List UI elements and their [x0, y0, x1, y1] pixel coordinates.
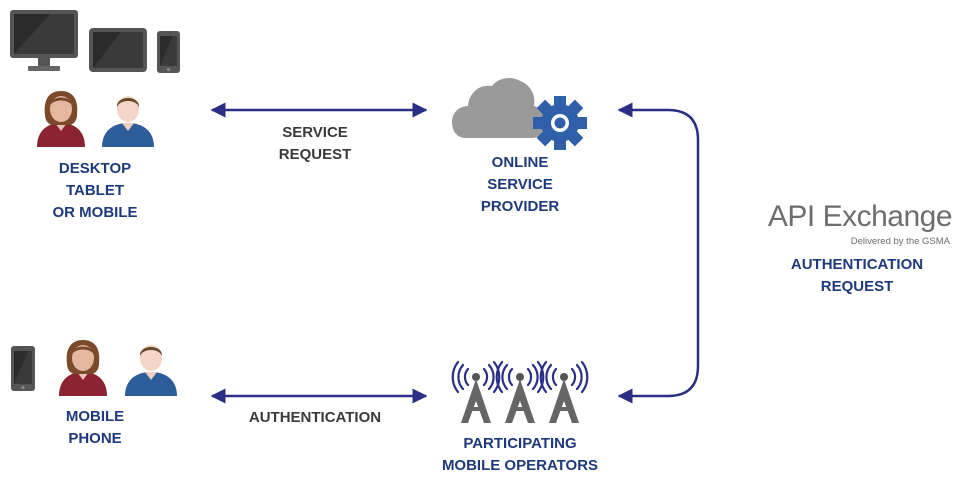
cell-tower-icon: [451, 360, 501, 423]
cell-tower-icon: [539, 360, 589, 423]
authentication-request-label: AUTHENTICATION REQUEST: [790, 256, 924, 295]
mobile-users-label: MOBILE PHONE: [65, 408, 125, 447]
smartphone-icon: [11, 346, 35, 391]
service-request-label: SERVICE REQUEST: [278, 124, 352, 163]
gear-icon: [533, 96, 587, 150]
api-exchange-logo: API Exchange: [767, 200, 953, 233]
female-user-icon: [37, 91, 85, 147]
male-user-icon: [102, 96, 154, 147]
api-exchange-tagline: Delivered by the GSMA: [850, 236, 950, 247]
service-provider-label: ONLINE SERVICE PROVIDER: [480, 154, 560, 215]
smartphone-icon: [157, 31, 180, 73]
tablet-icon: [89, 28, 147, 72]
male-user-icon: [125, 345, 177, 396]
authentication-label: AUTHENTICATION: [248, 409, 382, 426]
desktop-monitor-icon: [10, 10, 78, 71]
cloud-icon: [452, 78, 546, 138]
cell-tower-icon: [495, 360, 545, 423]
mobile-operators-label: PARTICIPATING MOBILE OPERATORS: [441, 435, 599, 474]
desktop-users-label: DESKTOP TABLET OR MOBILE: [52, 160, 138, 221]
female-user-icon: [59, 340, 107, 396]
